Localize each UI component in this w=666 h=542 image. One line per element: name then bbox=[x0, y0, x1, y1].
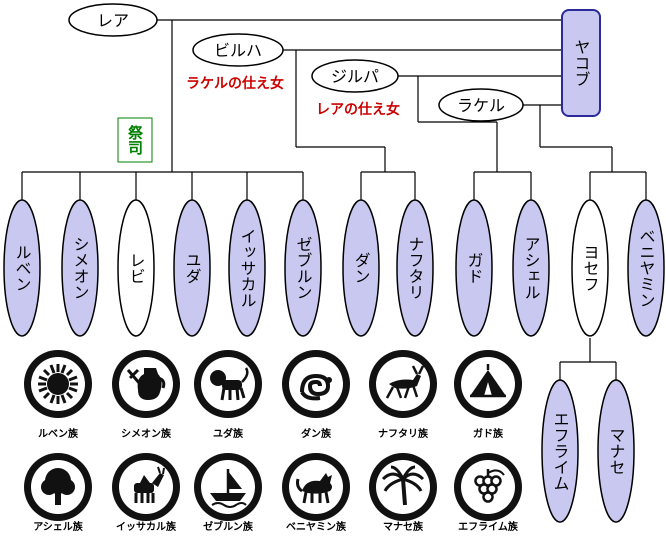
emblem-manasseh: マナセ族 bbox=[369, 453, 437, 533]
node-joseph: ヨセフ bbox=[571, 199, 609, 337]
node-levi: レビ bbox=[117, 199, 155, 337]
node-manasseh: マナセ bbox=[597, 379, 635, 523]
node-zebulun: ゼブルン bbox=[284, 199, 322, 337]
node-gad: ガド bbox=[455, 199, 493, 337]
node-judah: ユダ bbox=[173, 199, 211, 337]
emblem-label-judah: ユダ族 bbox=[213, 427, 244, 440]
levi-label: レビ bbox=[127, 252, 146, 284]
reuben-label: ルベン bbox=[13, 244, 32, 292]
emblem-label-dan: ダン族 bbox=[301, 427, 332, 440]
node-issachar: イッサカル bbox=[228, 199, 266, 337]
node-asher: アシェル bbox=[512, 199, 550, 337]
connector-lines bbox=[21, 19, 647, 380]
emblem-label-zebulun: ゼブルン族 bbox=[203, 520, 254, 533]
emblem-judah: ユダ族 bbox=[194, 350, 262, 440]
zebulun-label: ゼブルン bbox=[294, 236, 313, 300]
node-naphtali: ナフタリ bbox=[396, 199, 434, 337]
emblem-naphtali: ナフタリ族 bbox=[369, 350, 437, 440]
bilhah-note: ラケルの仕え女 bbox=[186, 75, 284, 92]
emblem-label-benjamin: ベニヤミン族 bbox=[286, 520, 347, 533]
emblem-label-issachar: イッサカル族 bbox=[116, 520, 177, 533]
emblem-label-asher: アシェル族 bbox=[33, 520, 84, 533]
emblem-label-manasseh: マナセ族 bbox=[383, 520, 424, 533]
joseph-oval bbox=[571, 199, 609, 337]
node-reuben: ルベン bbox=[3, 199, 41, 337]
leah-label: レア bbox=[97, 11, 129, 30]
bilhah-label: ビルハ bbox=[214, 41, 262, 60]
zilpah-note: レアの仕え女 bbox=[316, 101, 400, 118]
ephraim-oval bbox=[541, 379, 579, 523]
manasseh-label: マナセ bbox=[607, 427, 626, 475]
naphtali-oval bbox=[396, 199, 434, 337]
node-dan: ダン bbox=[342, 199, 380, 337]
ephraim-label: エフライム bbox=[551, 411, 570, 491]
emblem-benjamin: ベニヤミン族 bbox=[282, 453, 350, 533]
node-leah: レア bbox=[68, 3, 158, 37]
dan-label: ダン bbox=[352, 252, 371, 284]
judah-label: ユダ bbox=[183, 252, 202, 284]
levi-oval bbox=[117, 199, 155, 337]
zebulun-oval bbox=[284, 199, 322, 337]
priest-label: 祭司 bbox=[126, 124, 144, 156]
node-simeon: シメオン bbox=[61, 199, 99, 337]
emblem-label-simeon: シメオン族 bbox=[121, 427, 172, 440]
emblem-simeon: シメオン族 bbox=[112, 350, 180, 440]
gad-label: ガド bbox=[465, 252, 484, 284]
priest-badge: 祭司 bbox=[117, 117, 153, 163]
naphtali-label: ナフタリ bbox=[406, 236, 425, 300]
joseph-label: ヨセフ bbox=[581, 244, 600, 292]
node-jacob: ヤコブ bbox=[561, 9, 601, 117]
simeon-label: シメオン bbox=[71, 236, 90, 300]
simeon-oval bbox=[61, 199, 99, 337]
emblem-asher: アシェル族 bbox=[24, 453, 92, 533]
node-zilpah: ジルパ bbox=[311, 59, 399, 93]
zilpah-label: ジルパ bbox=[331, 67, 379, 86]
emblem-label-gad: ガド族 bbox=[473, 427, 504, 440]
emblem-label-naphtali: ナフタリ族 bbox=[378, 427, 429, 440]
node-benjamin: ベニヤミン bbox=[627, 199, 665, 337]
dan-oval bbox=[342, 199, 380, 337]
asher-label: アシェル bbox=[522, 236, 541, 300]
emblem-issachar: イッサカル族 bbox=[112, 453, 180, 533]
node-bilhah: ビルハ bbox=[192, 33, 284, 67]
emblem-label-reuben: ルベン族 bbox=[38, 427, 79, 440]
benjamin-label: ベニヤミン bbox=[637, 228, 656, 308]
emblem-dan: ダン族 bbox=[282, 350, 350, 440]
emblem-ephraim: エフライム族 bbox=[454, 453, 522, 533]
issachar-label: イッサカル bbox=[238, 228, 257, 308]
node-ephraim: エフライム bbox=[541, 379, 579, 523]
grandsons-layer: エフライム マナセ bbox=[541, 379, 635, 523]
judah-oval bbox=[173, 199, 211, 337]
gad-oval bbox=[455, 199, 493, 337]
emblem-gad: ガド族 bbox=[454, 350, 522, 440]
sons-layer: ルベン シメオン レビ ユダ イッサカル ゼブルン ダン ナフタリ ガド アシェル ヨセフ ベニヤミン bbox=[3, 199, 665, 337]
manasseh-oval bbox=[597, 379, 635, 523]
benjamin-oval bbox=[627, 199, 665, 337]
asher-oval bbox=[512, 199, 550, 337]
rachel-label: ラケル bbox=[457, 96, 505, 115]
sun-icon bbox=[36, 362, 80, 406]
jacob-label: ヤコブ bbox=[572, 39, 591, 87]
emblem-reuben: ルベン族 bbox=[24, 350, 92, 440]
emblem-zebulun: ゼブルン族 bbox=[194, 453, 262, 533]
node-rachel: ラケル bbox=[438, 88, 524, 122]
issachar-oval bbox=[228, 199, 266, 337]
emblem-label-ephraim: エフライム族 bbox=[458, 520, 519, 533]
reuben-oval bbox=[3, 199, 41, 337]
